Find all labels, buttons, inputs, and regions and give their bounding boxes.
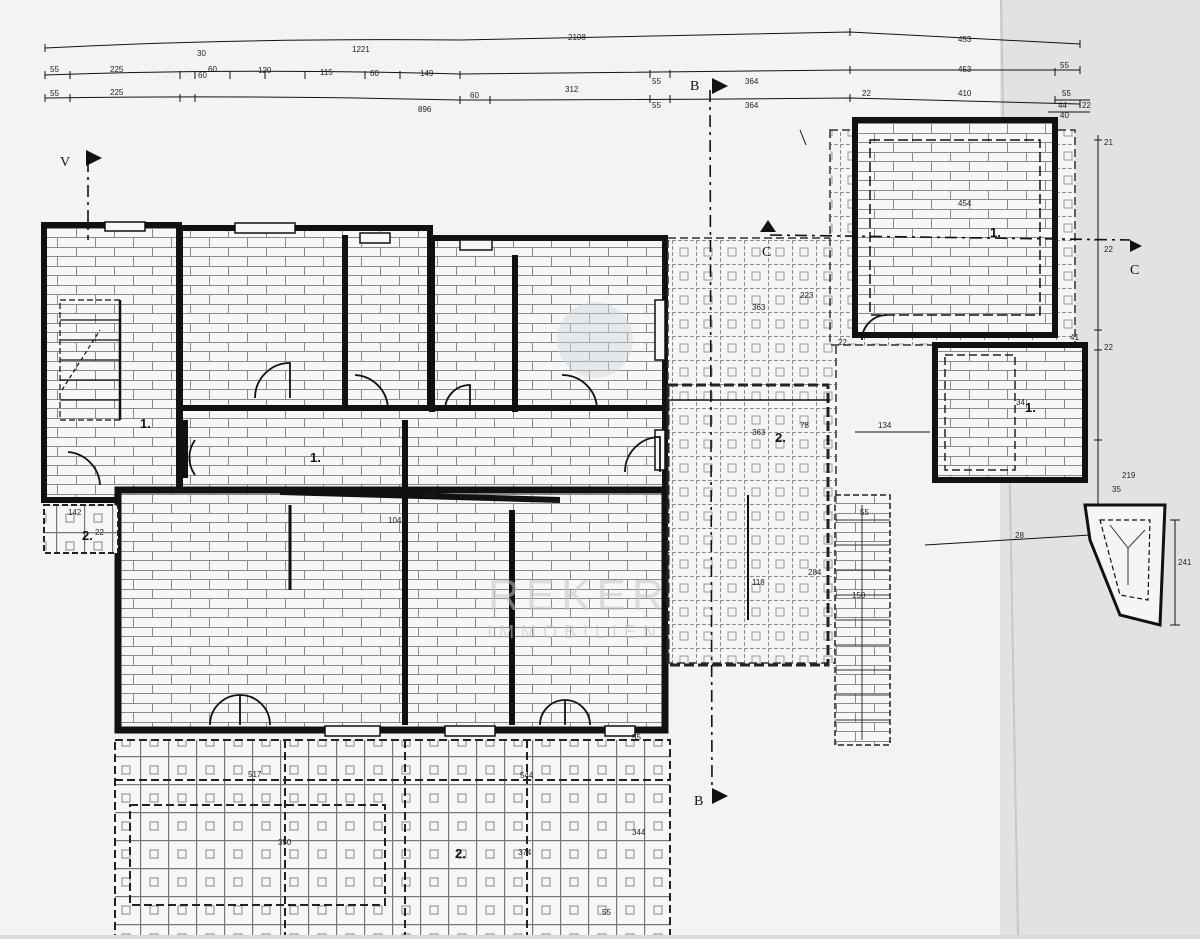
dim-row2-10: 453 (958, 65, 972, 74)
dim-plan-21: 150 (852, 591, 866, 600)
section-b-top-label: B (690, 79, 699, 94)
dim-row2-6: 60 (370, 69, 379, 78)
dim-row1-annex: 453 (958, 35, 972, 44)
dim-row3-4: 60 (470, 91, 479, 100)
dim-plan-15: 219 (1122, 471, 1136, 480)
dim-row3-11: 44 (1058, 101, 1067, 110)
dim-row3-12: 40 (1060, 111, 1069, 120)
dim-plan-2: 1047 (388, 516, 406, 525)
dim-plan-25: 374 (518, 848, 532, 857)
dim-row3-5: 312 (565, 85, 579, 94)
dim-plan-27: 55 (632, 733, 641, 742)
dim-row2-1: 225 (110, 65, 124, 74)
dim-plan-23: 544 (520, 771, 534, 780)
main-house (41, 221, 669, 737)
dim-plan-28: 55 (602, 908, 611, 917)
dim-row1-total: 2108 (568, 33, 586, 42)
dim-row3-3: 896 (418, 105, 432, 114)
dim-plan-24: 350 (278, 838, 292, 847)
dim-plan-4: 363 (752, 303, 766, 312)
dim-row1-main: 1221 (352, 45, 370, 54)
dim-plan-29: 55 (860, 508, 869, 517)
dim-plan-9: 454 (958, 199, 972, 208)
bottom-terrace (114, 739, 671, 939)
dim-row2-9: 364 (745, 77, 759, 86)
dim-row2-11: 55 (1060, 61, 1069, 70)
dim-plan-5: 223 (800, 291, 814, 300)
dim-plan-22: 517 (248, 770, 262, 779)
dim-plan-19: 118 (752, 578, 765, 587)
room-label-porch: 2. (82, 528, 93, 543)
dim-plan-1: 22 (95, 528, 104, 537)
dim-row2-5: 115 (320, 68, 333, 77)
dim-plan-30: 22 (838, 338, 847, 347)
dim-plan-14: 41 (1070, 333, 1079, 342)
dim-row3-2: 60 (198, 71, 207, 80)
section-lines (87, 89, 1131, 791)
dim-plan-11: 22 (1104, 343, 1113, 352)
dim-plan-17: 28 (1015, 531, 1024, 540)
section-b-bottom-label: B (694, 794, 703, 809)
dim-row2-3: 60 (208, 65, 217, 74)
section-c-right-label: C (1130, 263, 1139, 278)
watermark-brand: REKER (488, 571, 670, 620)
room-label-annex-top: 1. (990, 225, 1001, 240)
watermark-sub: IMMOBILIEN (487, 622, 663, 642)
room-label-terrace-bottom: 2. (455, 846, 466, 861)
dim-plan-3: 158 (422, 490, 436, 499)
dim-row3-7: 364 (745, 101, 759, 110)
dim-row3-1: 225 (110, 88, 124, 97)
middle-terrace (666, 237, 837, 667)
dim-plan-20: 284 (808, 568, 822, 577)
dim-row3-9: 22 (862, 89, 871, 98)
section-c-right-arrow (1130, 240, 1142, 252)
dim-row3-10: 55 (1062, 89, 1071, 98)
dim-row2-7: 149 (420, 69, 434, 78)
dim-row2-2: 30 (197, 49, 206, 58)
dim-row2-0: 55 (50, 65, 59, 74)
dim-plan-8: 134 (878, 421, 892, 430)
section-b-bottom-arrow (712, 788, 728, 804)
section-v-label: V (60, 155, 70, 170)
room-label-terrace-mid: 2. (775, 430, 786, 445)
dim-plan-0: 142 (68, 508, 82, 517)
dim-plan-16: 35 (1112, 485, 1121, 494)
dim-plan-18: 241 (1178, 558, 1192, 567)
room-label-hall: 1. (310, 450, 321, 465)
dim-row2-4: 120 (258, 66, 272, 75)
section-c-left-arrow (760, 220, 776, 232)
section-b-top-arrow (712, 78, 728, 94)
section-c-left-label: C (762, 245, 771, 260)
dim-plan-6: 363 (752, 428, 766, 437)
dim-row2-8: 55 (652, 77, 661, 86)
section-v-arrow (86, 150, 102, 166)
dimension-lines (44, 28, 1180, 626)
dim-row3-6: 55 (652, 101, 661, 110)
left-porch (43, 504, 119, 554)
dim-plan-12: 22 (1104, 245, 1113, 254)
dim-plan-10: 21 (1104, 138, 1113, 147)
dim-plan-26: 344 (632, 828, 646, 837)
dim-row3-13: 22 (1082, 101, 1091, 110)
room-label-annex-bottom: 1. (1025, 400, 1036, 415)
right-stair (834, 494, 891, 746)
dim-plan-13: 34 (1016, 398, 1025, 407)
watermark: REKER IMMOBILIEN (487, 302, 670, 642)
room-label-stair: 1. (140, 416, 151, 431)
dim-row3-8: 410 (958, 89, 972, 98)
dim-row3-0: 55 (50, 89, 59, 98)
dim-plan-7: 78 (800, 421, 809, 430)
